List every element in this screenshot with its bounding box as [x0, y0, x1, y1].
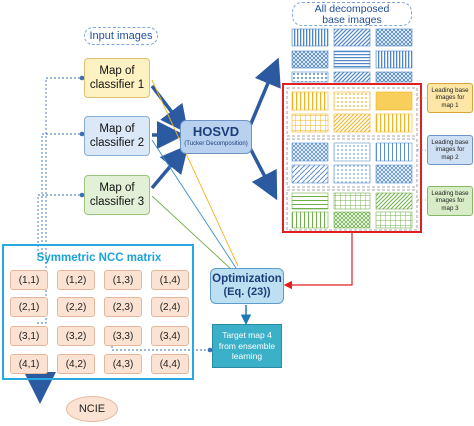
map3-group-outline — [286, 189, 418, 231]
all-base-images-grid — [291, 28, 413, 83]
base-image-tile — [375, 28, 413, 47]
map2-group-outline — [286, 138, 418, 188]
map1-group-outline — [286, 87, 418, 137]
hosvd-subtitle: (Tucker Decomposition) — [184, 141, 248, 147]
leading-tile-map2 — [291, 164, 329, 184]
ncc-cell: (4,2) — [57, 354, 95, 374]
ncc-cell: (4,4) — [151, 354, 189, 374]
leading-tile-map1 — [291, 113, 329, 133]
line-c2-to-opt — [151, 139, 237, 269]
leading-tile-map2 — [333, 142, 371, 162]
leading-label-map2: Leading base images for map 2 — [427, 135, 473, 165]
target-map-box[interactable]: Target map 4 from ensemble learning — [212, 324, 282, 368]
base-image-tile — [333, 28, 371, 47]
leading-tile-map3 — [291, 192, 329, 210]
leading-tile-map1 — [375, 91, 413, 111]
leading-tile-map1 — [291, 91, 329, 111]
ncc-matrix-title: Symmetric NCC matrix — [36, 252, 162, 264]
ncc-cell: (1,2) — [57, 270, 95, 290]
ncc-cell: (2,1) — [10, 297, 48, 317]
all-decomposed-label: All decomposed base images — [292, 2, 412, 26]
classifier-1-box[interactable]: Map of classifier 1 — [84, 58, 150, 98]
input-images-label: Input images — [84, 27, 158, 45]
ncc-dashed-connectors — [36, 77, 210, 351]
hosvd-box[interactable]: HOSVD (Tucker Decomposition) — [180, 120, 252, 154]
ncc-cell: (3,2) — [57, 326, 95, 346]
classifier-2-box[interactable]: Map of classifier 2 — [84, 116, 150, 156]
base-image-tile — [333, 71, 371, 83]
arrow-hosvd-to-leading — [248, 147, 278, 201]
leading-label-map1: Leading base images for map 1 — [427, 83, 473, 113]
ncc-cell: (2,2) — [57, 297, 95, 317]
leading-tile-map1 — [333, 91, 371, 111]
ncc-cell: (1,3) — [104, 270, 142, 290]
arrow-c1-to-hosvd — [150, 84, 189, 134]
leading-tile-map2 — [375, 164, 413, 184]
selected-base-images-frame — [282, 83, 422, 233]
leading-tile-map3 — [333, 192, 371, 210]
leading-tile-map3 — [375, 211, 413, 229]
optimization-equation: (Eq. (23)) — [223, 286, 271, 298]
ncc-cell: (2,4) — [151, 297, 189, 317]
leading-tile-map2 — [375, 142, 413, 162]
arrow-hosvd-to-base — [248, 57, 281, 127]
ncc-cell: (3,1) — [10, 326, 48, 346]
arrow-c3-to-hosvd — [150, 144, 189, 190]
base-image-tile — [291, 28, 329, 47]
ncie-node[interactable]: NCIE — [66, 396, 118, 422]
base-image-tile — [375, 71, 413, 83]
leading-tile-map1 — [333, 113, 371, 133]
line-c1-to-opt — [151, 79, 239, 267]
connector-dot — [79, 75, 85, 81]
line-c3-to-opt — [151, 195, 233, 271]
leading-tile-map1 — [375, 113, 413, 133]
optimization-box[interactable]: Optimization (Eq. (23)) — [210, 268, 284, 304]
ncc-matrix-panel: Symmetric NCC matrix (1,1) (1,2) (1,3) (… — [2, 244, 194, 380]
base-image-tile — [375, 50, 413, 69]
hosvd-title: HOSVD — [192, 124, 240, 139]
leading-tile-map3 — [333, 211, 371, 229]
ncc-cell: (1,4) — [151, 270, 189, 290]
ncc-cell: (4,1) — [10, 354, 48, 374]
ncc-cell: (2,3) — [104, 297, 142, 317]
leading-label-map3: Leading base images for map 3 — [427, 186, 473, 216]
leading-tile-map3 — [375, 192, 413, 210]
optimization-title: Optimization — [212, 273, 282, 285]
ncc-cell: (4,3) — [104, 354, 142, 374]
ncc-cell: (3,4) — [151, 326, 189, 346]
leading-tile-map2 — [291, 142, 329, 162]
connector-dot — [79, 131, 85, 137]
connector-dot — [207, 347, 213, 353]
ncc-cell: (1,1) — [10, 270, 48, 290]
base-image-tile — [291, 50, 329, 69]
base-image-tile — [291, 71, 329, 83]
connector-dot — [79, 192, 85, 198]
classifier-3-box[interactable]: Map of classifier 3 — [84, 175, 150, 215]
base-image-tile — [333, 50, 371, 69]
leading-tile-map2 — [333, 164, 371, 184]
leading-tile-map3 — [291, 211, 329, 229]
ncc-cell: (3,3) — [104, 326, 142, 346]
arrow-leading-to-opt — [283, 233, 353, 290]
